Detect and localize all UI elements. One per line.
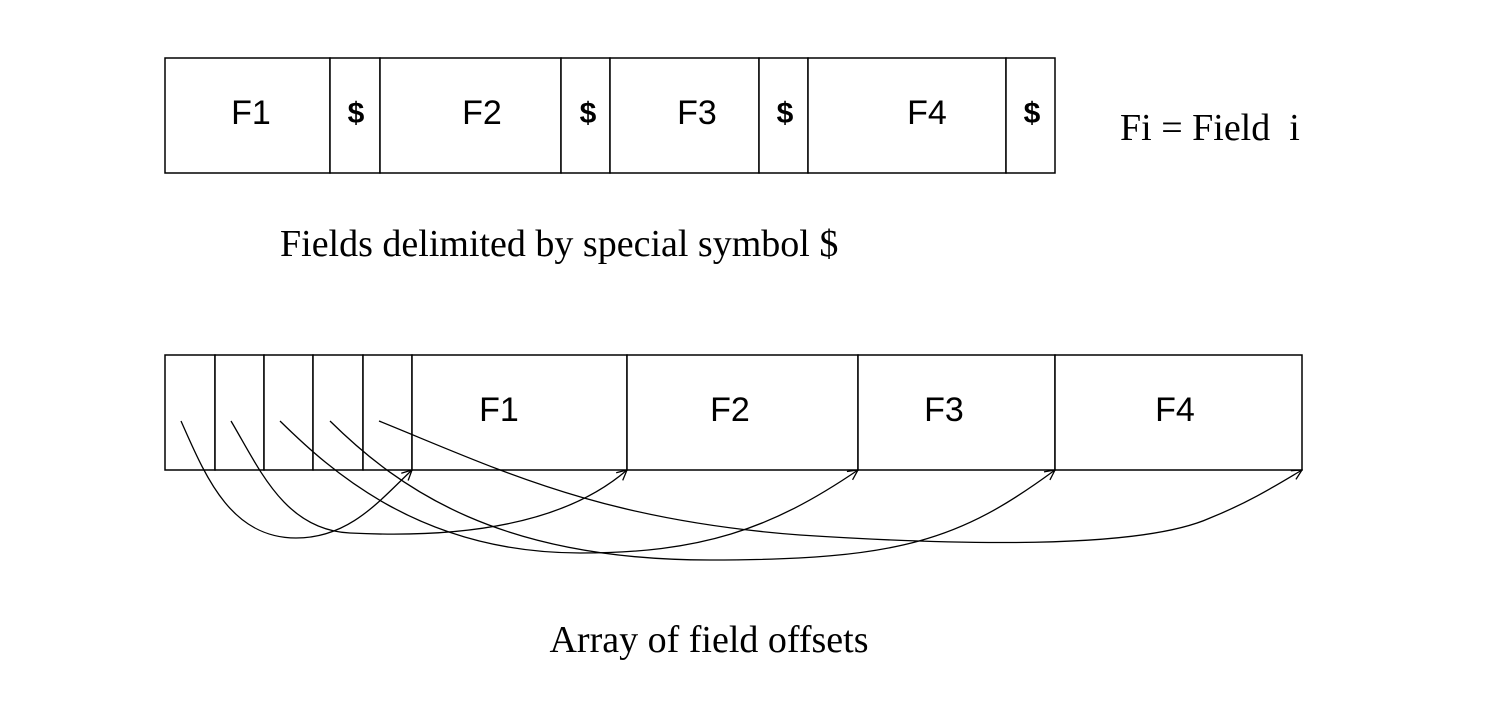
offset-field-label-f3: F3 [924,391,964,429]
offset-field-cell-f4 [1054,354,1303,471]
delimiter-symbol-1: $ [348,97,365,130]
offset-slot-4 [312,354,364,471]
delimiter-symbol-3: $ [777,97,794,130]
offset-slot-5 [362,354,413,471]
field-label-f1: F1 [231,94,271,132]
offset-slot-2 [214,354,265,471]
field-cell-f3 [609,57,760,174]
delimited-record-caption: Fields delimited by special symbol $ [280,223,838,265]
field-cell-f1 [164,57,331,174]
offset-record: F1 F2 F3 F4 [164,354,1303,471]
offset-arrow-1 [180,420,412,539]
offset-field-label-f4: F4 [1155,391,1195,429]
offset-arrow-2 [230,420,627,535]
field-cell-f4 [807,57,1007,174]
offset-slot-3 [263,354,314,471]
field-label-f2: F2 [462,94,502,132]
offset-field-label-f2: F2 [710,391,750,429]
offset-field-cell-f3 [857,354,1056,471]
delimiter-cell-4 [1005,57,1056,174]
offset-arrow-5 [378,420,1302,544]
delimiter-symbol-2: $ [580,97,597,130]
delimited-record: F1 $ F2 $ F3 $ F4 $ [164,57,1056,174]
field-cell-f2 [379,57,562,174]
offset-slot-1 [164,354,216,471]
offset-arrow-3 [279,420,858,554]
delimiter-cell-3 [758,57,809,174]
delimiter-cell-1 [329,57,381,174]
field-label-f4: F4 [907,94,947,132]
field-legend: Fi = Field i [1120,107,1300,149]
offset-arrow-4 [329,420,1055,561]
offset-pointer-arrows [180,420,1302,561]
offset-field-cell-f2 [626,354,859,471]
offset-field-label-f1: F1 [479,391,519,429]
field-label-f3: F3 [677,94,717,132]
offset-field-cell-f1 [411,354,628,471]
offset-record-caption: Array of field offsets [549,619,868,661]
delimiter-symbol-4: $ [1024,97,1041,130]
